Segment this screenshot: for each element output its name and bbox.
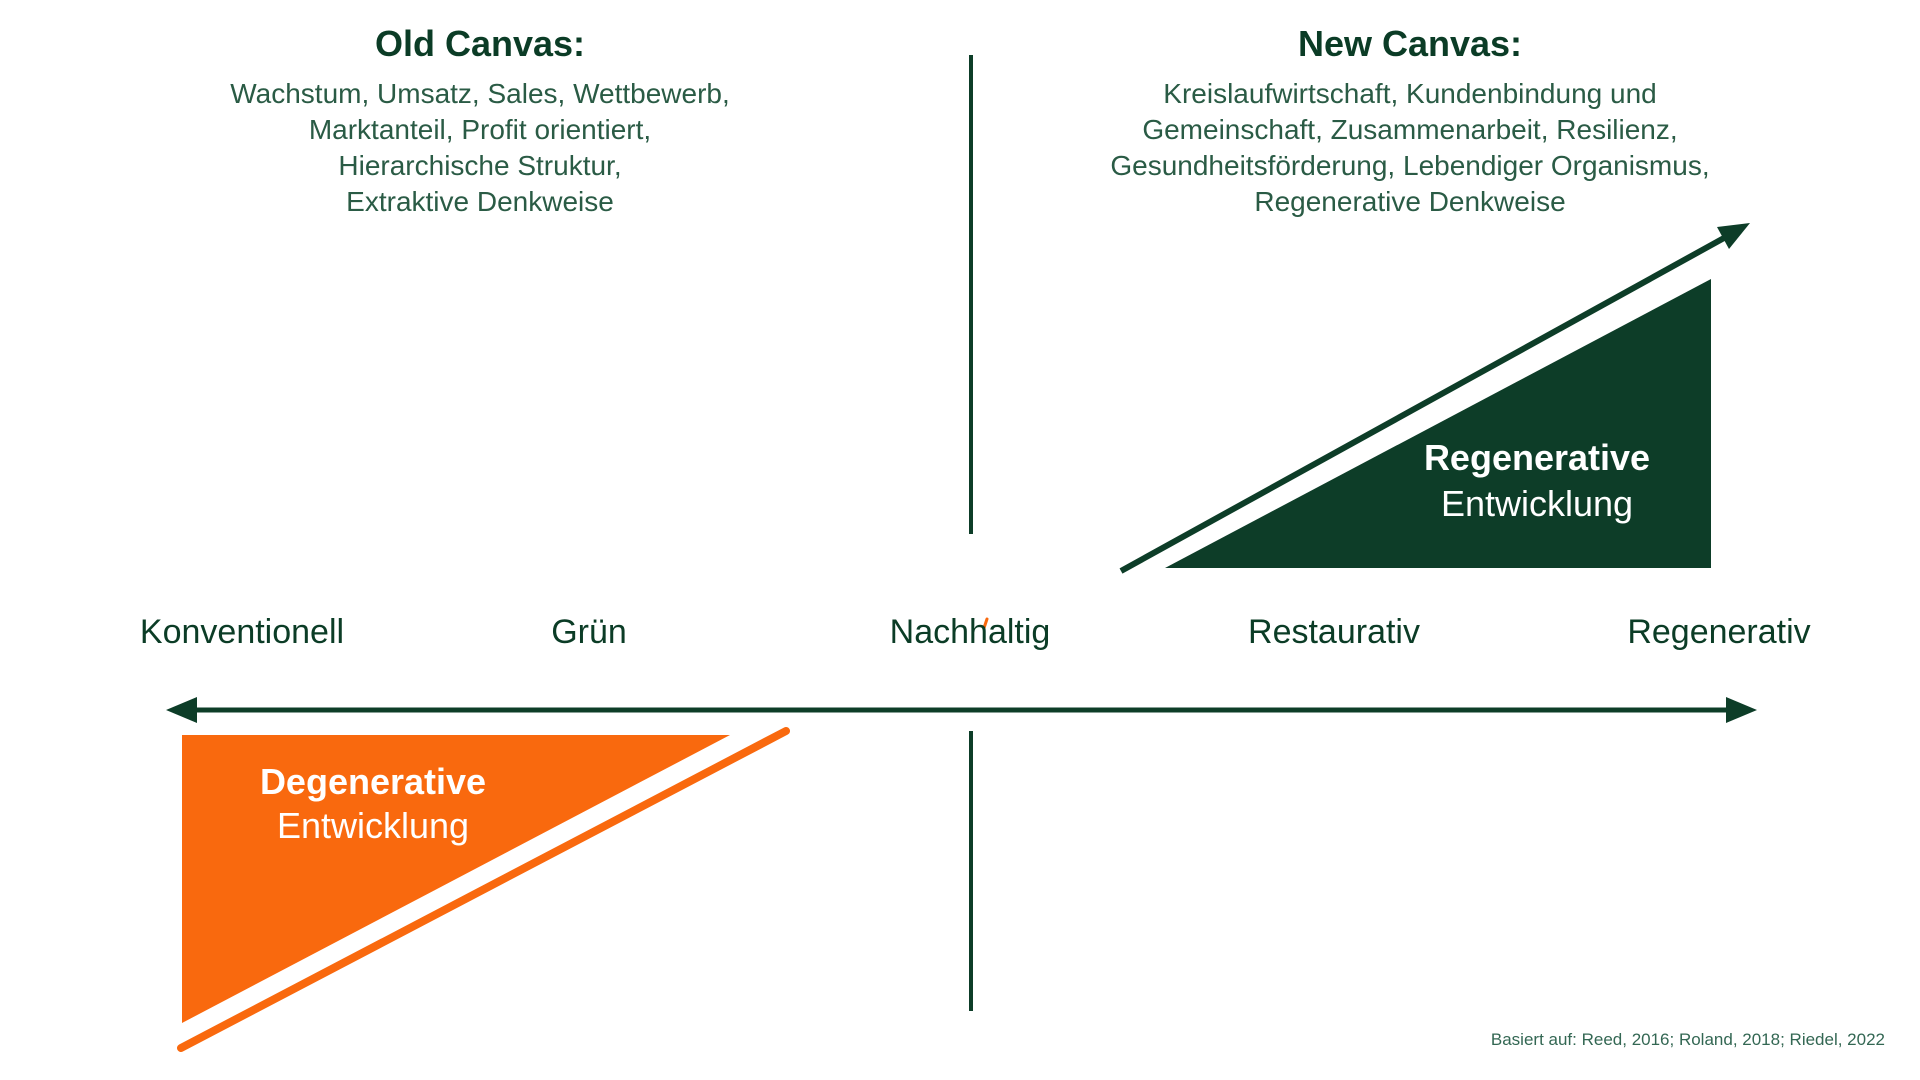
old-canvas-line: Extraktive Denkweise — [346, 186, 614, 217]
regenerative-development-label: Regenerative Entwicklung — [1337, 435, 1737, 527]
old-canvas-description: Wachstum, Umsatz, Sales, Wettbewerb, Mar… — [150, 76, 810, 220]
new-canvas-line: Kreislaufwirtschaft, Kundenbindung und — [1163, 78, 1657, 109]
new-canvas-line: Gemeinschaft, Zusammenarbeit, Resilienz, — [1142, 114, 1678, 145]
new-canvas-line: Gesundheitsförderung, Lebendiger Organis… — [1110, 150, 1710, 181]
degenerative-development-label: Degenerative Entwicklung — [173, 760, 573, 848]
degenerative-diagonal-line — [177, 727, 790, 1052]
degenerative-triangle — [182, 735, 730, 1023]
regenerative-arrowhead — [1717, 223, 1750, 249]
axis-label-nachhaltig: Nachhaltig — [889, 613, 1051, 651]
new-canvas-description: Kreislaufwirtschaft, Kundenbindung und G… — [1075, 76, 1745, 220]
old-canvas-title: Old Canvas: — [374, 23, 586, 64]
new-canvas-section: New Canvas: Kreislaufwirtschaft, Kundenb… — [1075, 22, 1745, 220]
degenerative-label-line1: Degenerative — [259, 761, 487, 802]
regenerative-label-line2: Entwicklung — [1440, 483, 1634, 524]
regenerative-label-line1: Regenerative — [1423, 437, 1651, 478]
old-canvas-line: Marktanteil, Profit orientiert, — [308, 114, 652, 145]
regenerative-arrow-shaft — [1119, 235, 1726, 574]
axis-label-restaurativ: Restaurativ — [1248, 613, 1420, 651]
axis-label-konventionell: Konventionell — [139, 613, 345, 651]
orange-accent-mark — [982, 617, 989, 630]
citation: Basiert auf: Reed, 2016; Roland, 2018; R… — [1490, 1030, 1885, 1049]
old-canvas-line: Hierarchische Struktur, — [338, 150, 622, 181]
degenerative-label-line2: Entwicklung — [276, 805, 470, 846]
old-canvas-section: Old Canvas: Wachstum, Umsatz, Sales, Wet… — [150, 22, 810, 220]
axis-arrowhead-right — [1726, 697, 1757, 723]
old-canvas-line: Wachstum, Umsatz, Sales, Wettbewerb, — [230, 78, 730, 109]
new-canvas-line: Regenerative Denkweise — [1254, 186, 1566, 217]
new-canvas-title: New Canvas: — [1297, 23, 1523, 64]
axis-arrowhead-left — [166, 697, 197, 723]
axis-label-gruen: Grün — [551, 613, 627, 651]
regenerative-triangle — [1165, 279, 1711, 568]
axis-label-regenerativ: Regenerativ — [1627, 613, 1811, 651]
